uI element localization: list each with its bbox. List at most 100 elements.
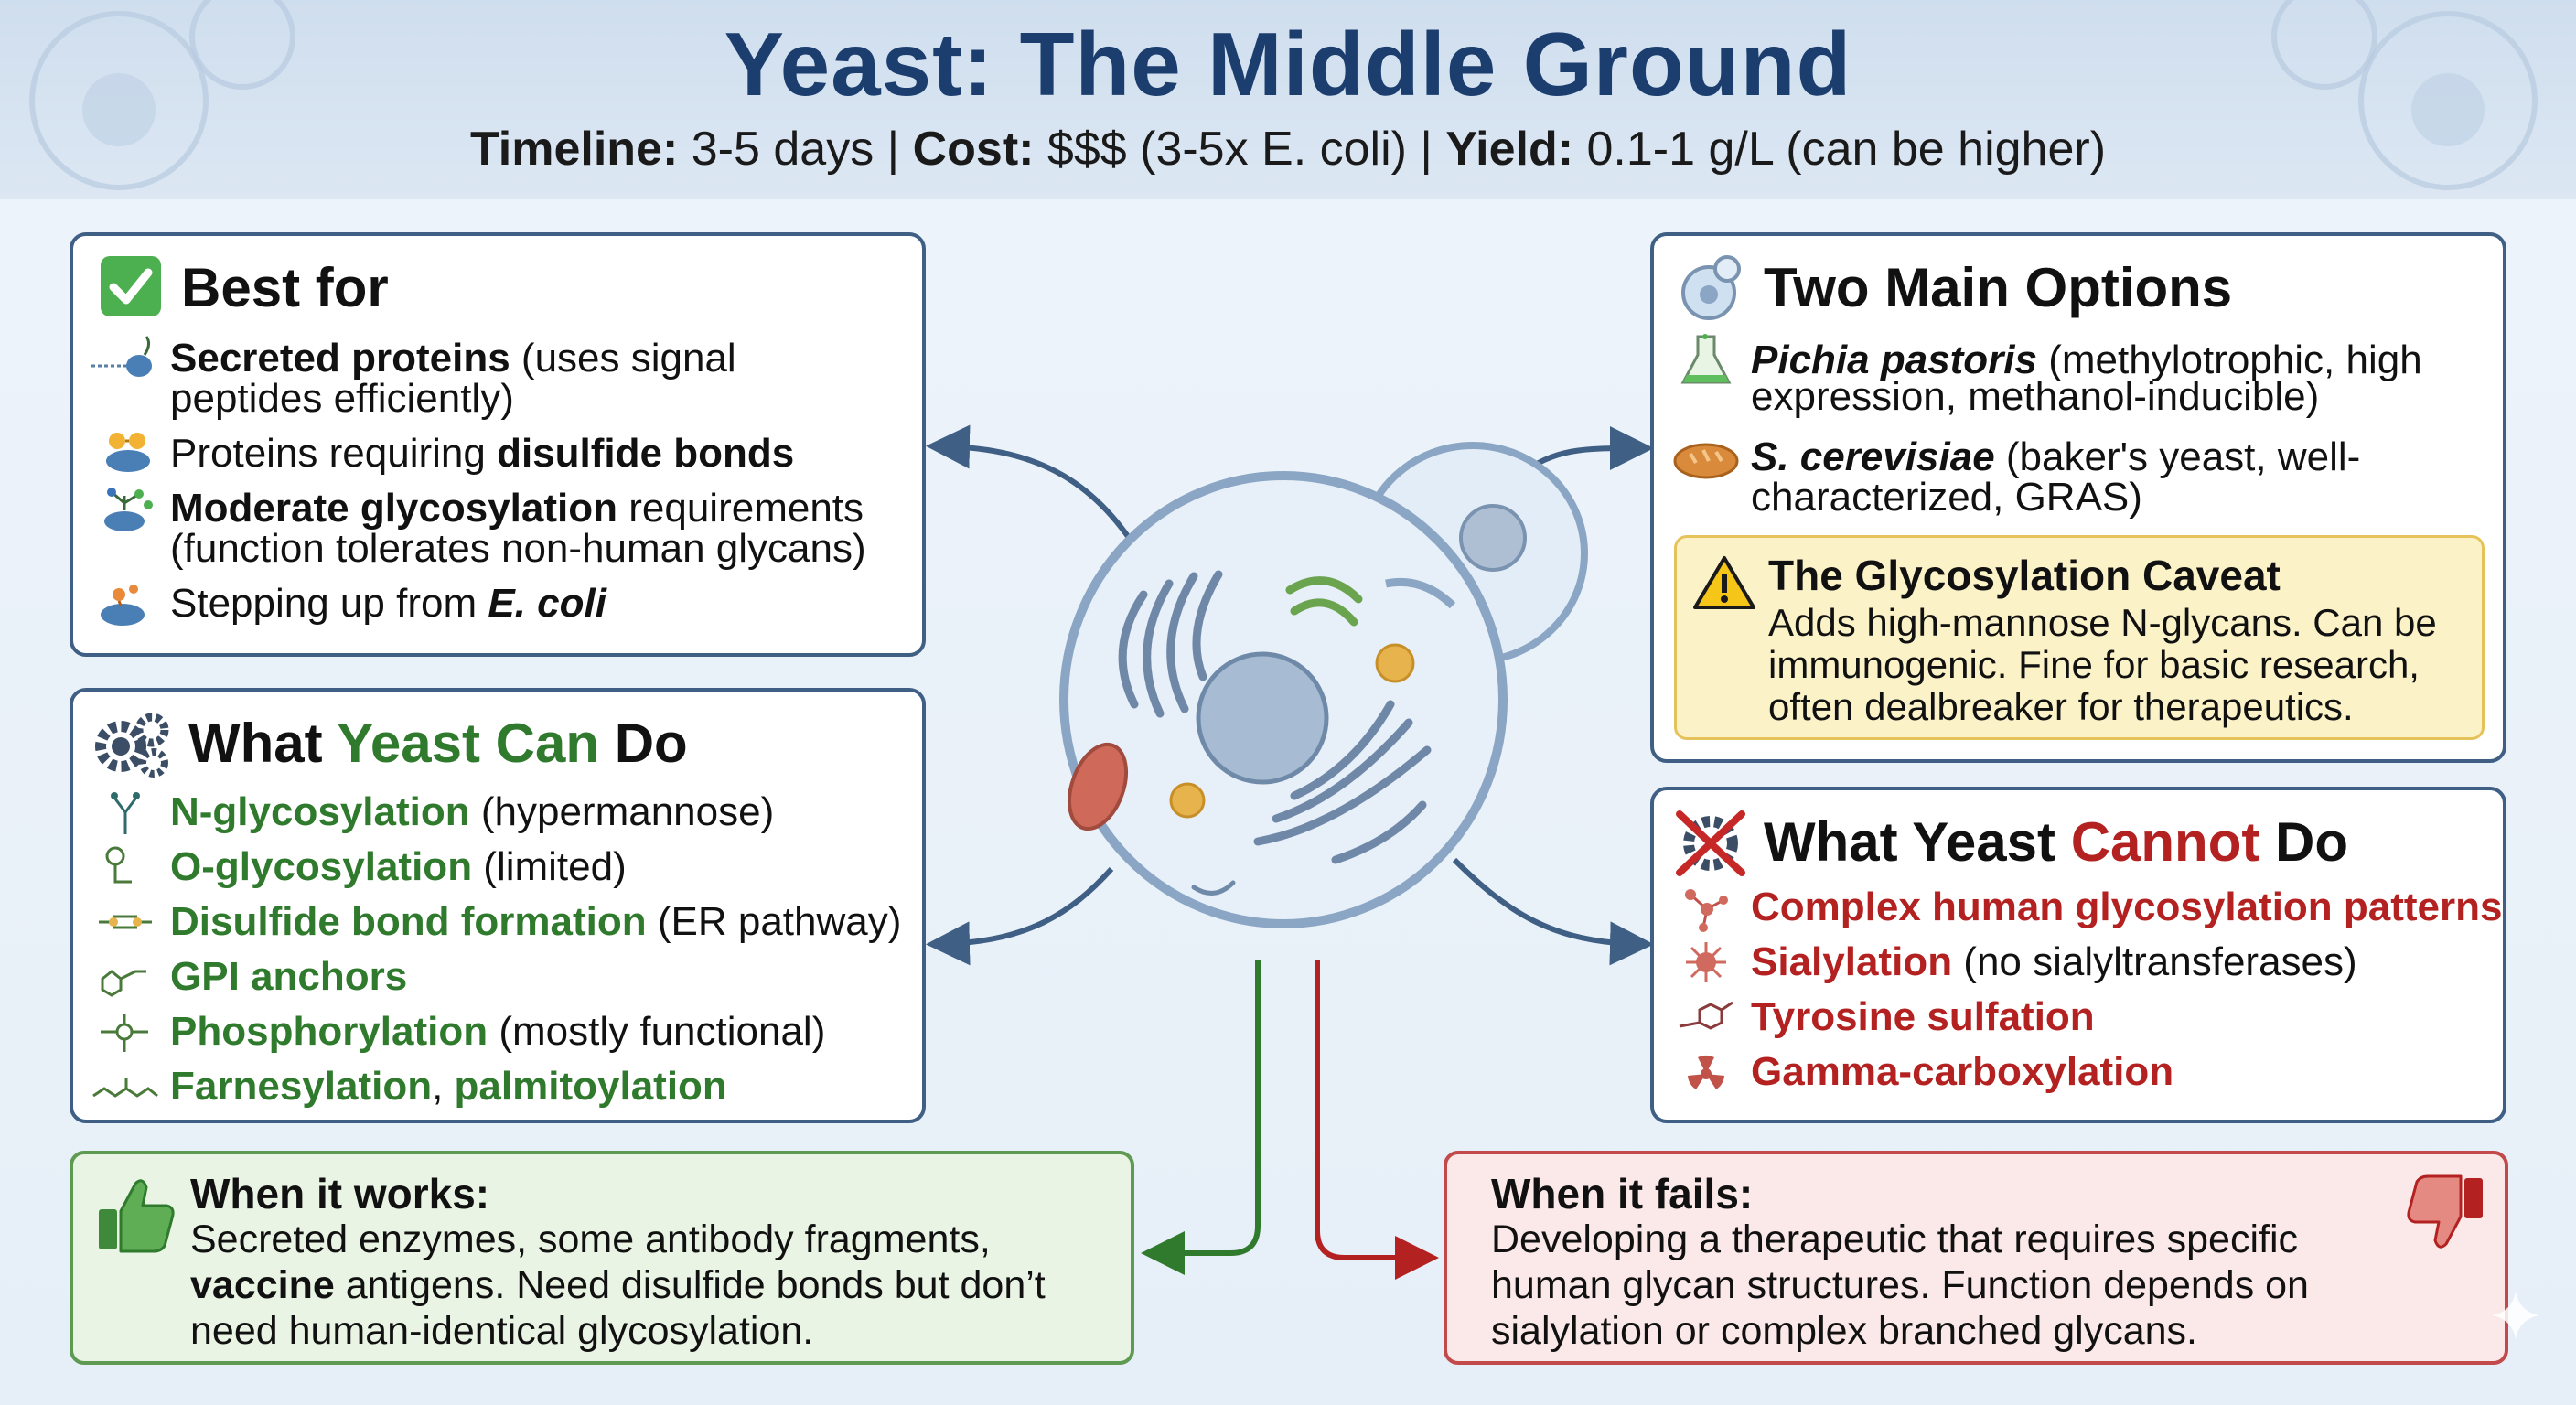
- works-line-2-rest: antigens. Need disulfide bonds but don’t: [334, 1263, 1046, 1307]
- yield-label: Yield:: [1445, 123, 1574, 176]
- ecoli-step-icon: [101, 585, 145, 626]
- can-do-item-5-note: (mostly functional): [488, 1009, 826, 1054]
- option-2-name: S. cerevisiae: [1751, 434, 1995, 479]
- can-do-item-o-glycosylation: O-glycosylation (limited): [91, 842, 627, 893]
- cannot-do-item-complex-glycosylation: Complex human glycosylation patterns: [1672, 882, 2503, 933]
- caveat-line-2: immunogenic. Fine for basic research,: [1768, 643, 2420, 686]
- works-line-3: need human-identical glycosylation.: [190, 1309, 814, 1353]
- can-do-item-3-name: Disulfide bond formation: [170, 899, 647, 944]
- option-1-line2: expression, methanol-inducible): [1751, 374, 2320, 419]
- option-pichia: Pichia pastoris (methylotrophic, high: [1672, 331, 2422, 390]
- best-for-item-4-pre: Stepping up from: [170, 581, 488, 626]
- page-title: Yeast: The Middle Ground: [724, 14, 1852, 114]
- sparkle-icon: [2492, 1292, 2539, 1339]
- works-line-1: Secreted enzymes, some antibody fragment…: [190, 1217, 991, 1261]
- can-do-item-6-sep: ,: [432, 1064, 455, 1109]
- cost-label: Cost:: [912, 123, 1035, 176]
- radiation-symbol-icon: [1688, 1055, 1724, 1089]
- best-for-item-1-line2: peptides efficiently): [170, 376, 514, 421]
- fails-line-3: sialylation or complex branched glycans.: [1491, 1309, 2198, 1353]
- when-it-works-box: When it works: Secreted enzymes, some an…: [70, 1151, 1134, 1365]
- cannot-do-item-1-name: Complex human glycosylation patterns: [1751, 885, 2503, 929]
- best-for-item-2-bold: disulfide bonds: [497, 431, 795, 476]
- cannot-do-panel: What Yeast Cannot Do Complex human glyco…: [1650, 787, 2506, 1123]
- best-for-item-ecoli: Stepping up from E. coli: [91, 578, 606, 629]
- can-do-item-1-name: N-glycosylation: [170, 789, 470, 834]
- cannot-do-item-2-name: Sialylation: [1751, 939, 1953, 984]
- best-for-item-3-rest: requirements: [617, 486, 864, 531]
- can-do-item-n-glycosylation: N-glycosylation (hypermannose): [91, 787, 774, 838]
- cannot-do-item-gamma-carboxylation: Gamma-carboxylation: [1672, 1046, 2174, 1098]
- can-do-item-gpi: GPI anchors: [91, 951, 407, 1003]
- best-for-item-glycosylation: Moderate glycosylation requirements: [91, 483, 864, 534]
- works-title: When it works:: [190, 1170, 490, 1217]
- option-1-rest: (methylotrophic, high: [2037, 338, 2422, 382]
- cannot-do-item-2-note: (no sialyltransferases): [1952, 939, 2357, 984]
- timeline-value: 3-5 days |: [678, 123, 913, 176]
- caveat-body: Adds high-mannose N-glycans. Can be immu…: [1768, 602, 2437, 728]
- cannot-do-item-sialylation: Sialylation (no sialyltransferases): [1672, 937, 2357, 988]
- option-1-name: Pichia pastoris: [1751, 338, 2038, 382]
- fails-line-2: human glycan structures. Function depend…: [1491, 1263, 2309, 1307]
- header-band: Yeast: The Middle Ground Timeline: 3-5 d…: [0, 0, 2576, 199]
- o-glycan-structure-icon: [105, 846, 132, 884]
- caveat-line-3: often dealbreaker for therapeutics.: [1768, 685, 2354, 728]
- sialic-acid-icon: [1686, 942, 1726, 982]
- thumbs-up-icon: [99, 1179, 175, 1253]
- timeline-label: Timeline:: [469, 123, 679, 176]
- arrow-to-works: [1141, 960, 1261, 1275]
- warning-icon: [1693, 556, 1755, 609]
- best-for-item-3-line2: (function tolerates non-human glycans): [170, 526, 866, 571]
- can-do-item-5-name: Phosphorylation: [170, 1009, 488, 1054]
- can-do-item-lipidation: Farnesylation, palmitoylation: [91, 1061, 727, 1112]
- yeast-cell-illustration: [1059, 442, 1588, 928]
- option-2-line2: characterized, GRAS): [1751, 475, 2142, 520]
- header-cell-illustration-left: [29, 0, 295, 190]
- cannot-do-title-pre: What Yeast: [1764, 811, 2071, 873]
- arrow-to-best-for: [926, 424, 1146, 562]
- can-do-item-4-name: GPI anchors: [170, 954, 408, 999]
- fails-body: Developing a therapeutic that requires s…: [1491, 1217, 2309, 1354]
- thumbs-down-icon: [2407, 1174, 2483, 1249]
- can-do-title-pre: What: [188, 713, 338, 774]
- can-do-item-6-name2: palmitoylation: [454, 1064, 727, 1109]
- yield-value: 0.1-1 g/L (can be higher): [1573, 123, 2107, 176]
- crossed-gear-icon: [1676, 810, 1745, 876]
- best-for-item-secreted: Secreted proteins (uses signal: [91, 333, 736, 384]
- best-for-item-1-rest: (uses signal: [510, 336, 736, 381]
- flask-icon: [1680, 334, 1732, 384]
- gpi-anchor-structure-icon: [101, 970, 146, 997]
- works-line-2-bold: vaccine: [190, 1263, 335, 1307]
- tyrosine-structure-icon: [1679, 1001, 1733, 1030]
- cannot-do-title-post: Do: [2259, 811, 2348, 873]
- caveat-line-1: Adds high-mannose N-glycans. Can be: [1768, 601, 2437, 644]
- best-for-item-2-pre: Proteins requiring: [170, 431, 498, 476]
- works-body: Secreted enzymes, some antibody fragment…: [190, 1217, 1046, 1354]
- can-do-item-2-name: O-glycosylation: [170, 844, 473, 889]
- fails-line-1: Developing a therapeutic that requires s…: [1491, 1217, 2299, 1261]
- n-glycan-structure-icon: [111, 792, 140, 834]
- checkmark-icon: [101, 256, 161, 316]
- options-title: Two Main Options: [1764, 257, 2233, 318]
- best-for-item-disulfide: Proteins requiring disulfide bonds: [91, 428, 794, 479]
- option-cerevisiae: S. cerevisiae (baker's yeast, well-: [1672, 432, 2360, 483]
- best-for-panel: Best for Secreted proteins (uses signal …: [70, 232, 926, 657]
- branched-glycan-icon: [1685, 889, 1728, 932]
- arrow-to-can-do: [926, 866, 1114, 966]
- header-cell-illustration-right: [2271, 0, 2538, 190]
- can-do-item-phosphorylation: Phosphorylation (mostly functional): [91, 1006, 825, 1057]
- cannot-do-title: What Yeast Cannot Do: [1764, 810, 2348, 874]
- can-do-item-6-name: Farnesylation: [170, 1064, 433, 1109]
- lipid-chain-icon: [92, 1078, 158, 1098]
- can-do-title: What Yeast Can Do: [188, 712, 688, 775]
- gear-icon: [95, 713, 169, 778]
- best-for-item-1-bold: Secreted proteins: [170, 336, 510, 381]
- fails-title: When it fails:: [1491, 1170, 1754, 1217]
- glycosylation-icon: [104, 488, 153, 531]
- arrow-to-cannot-do: [1452, 857, 1654, 966]
- best-for-item-4-bolditalic: E. coli: [488, 581, 606, 626]
- best-for-title: Best for: [181, 257, 389, 318]
- when-it-fails-box: When it fails: Developing a therapeutic …: [1444, 1151, 2508, 1365]
- can-do-item-2-note: (limited): [472, 844, 627, 889]
